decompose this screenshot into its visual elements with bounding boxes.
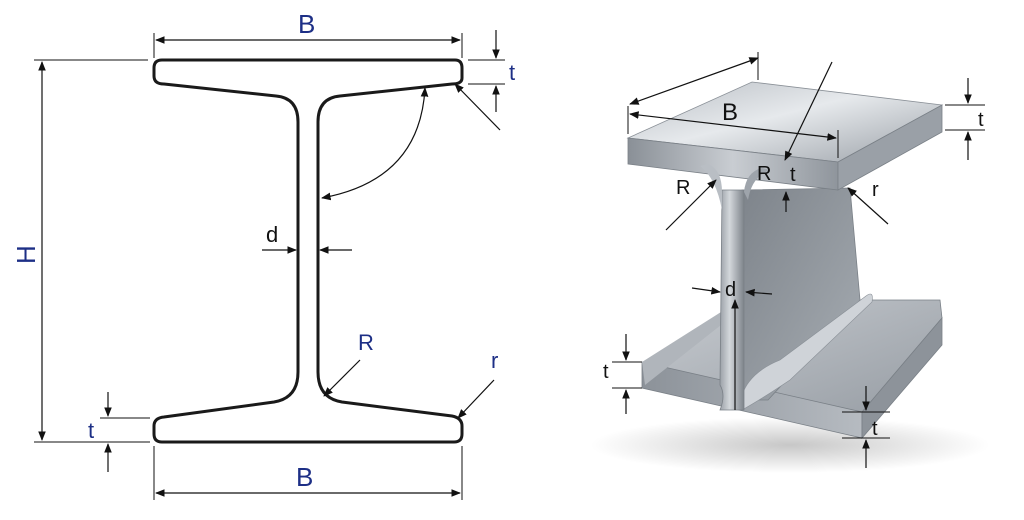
- leader-r-toe: [457, 379, 495, 419]
- leader3d-r-toe-right: [847, 187, 889, 225]
- label3d-t-bottom: t: [872, 418, 878, 440]
- label3d-t-top: t: [978, 109, 984, 131]
- leader-flange-toe: [454, 83, 501, 131]
- web-root-fillet: [741, 293, 873, 411]
- bottom-flange-side-face: [861, 316, 943, 440]
- top-root-fillet-right: [744, 168, 770, 200]
- leader3d-r-root-left: [665, 179, 717, 231]
- leader-r-root: [323, 359, 361, 397]
- label3d-r-root-left: R: [676, 177, 690, 199]
- label3d-d: d: [725, 279, 736, 301]
- dim3d-d-arrow-left: [691, 286, 721, 295]
- top-flange-side-face: [837, 104, 943, 191]
- label3d-t-flange: t: [790, 164, 796, 186]
- bottom-flange-top-strip: [642, 300, 740, 385]
- label-r-root: R: [358, 330, 374, 355]
- label3d-b: B: [722, 99, 738, 126]
- label-h: H: [11, 245, 41, 264]
- label3d-r-toe-right: r: [872, 179, 879, 201]
- slope-angle-arc: [321, 87, 429, 201]
- label-d: d: [266, 222, 278, 247]
- label3d-t-left: t: [603, 361, 609, 383]
- label-b-top: B: [298, 9, 315, 39]
- label3d-r-top: R: [757, 163, 771, 185]
- label-t-bottom: t: [88, 418, 94, 443]
- label-r-toe: r: [491, 348, 498, 373]
- dim3d-b-line: [629, 111, 837, 141]
- ground-shadow: [590, 417, 990, 473]
- leader3d-r-top: [784, 61, 833, 161]
- dim3d-d-arrow-right: [745, 288, 773, 297]
- isometric-render: B R t t R r d t t: [590, 52, 990, 473]
- cross-section-drawing: B t H d R r t B: [11, 9, 515, 500]
- label-t-top: t: [509, 60, 515, 85]
- label-b-bottom: B: [296, 462, 313, 492]
- top-root-fillet-left: [700, 164, 722, 210]
- dim3d-depth-line: [629, 57, 759, 105]
- ibeam-profile-outline: [152, 58, 464, 444]
